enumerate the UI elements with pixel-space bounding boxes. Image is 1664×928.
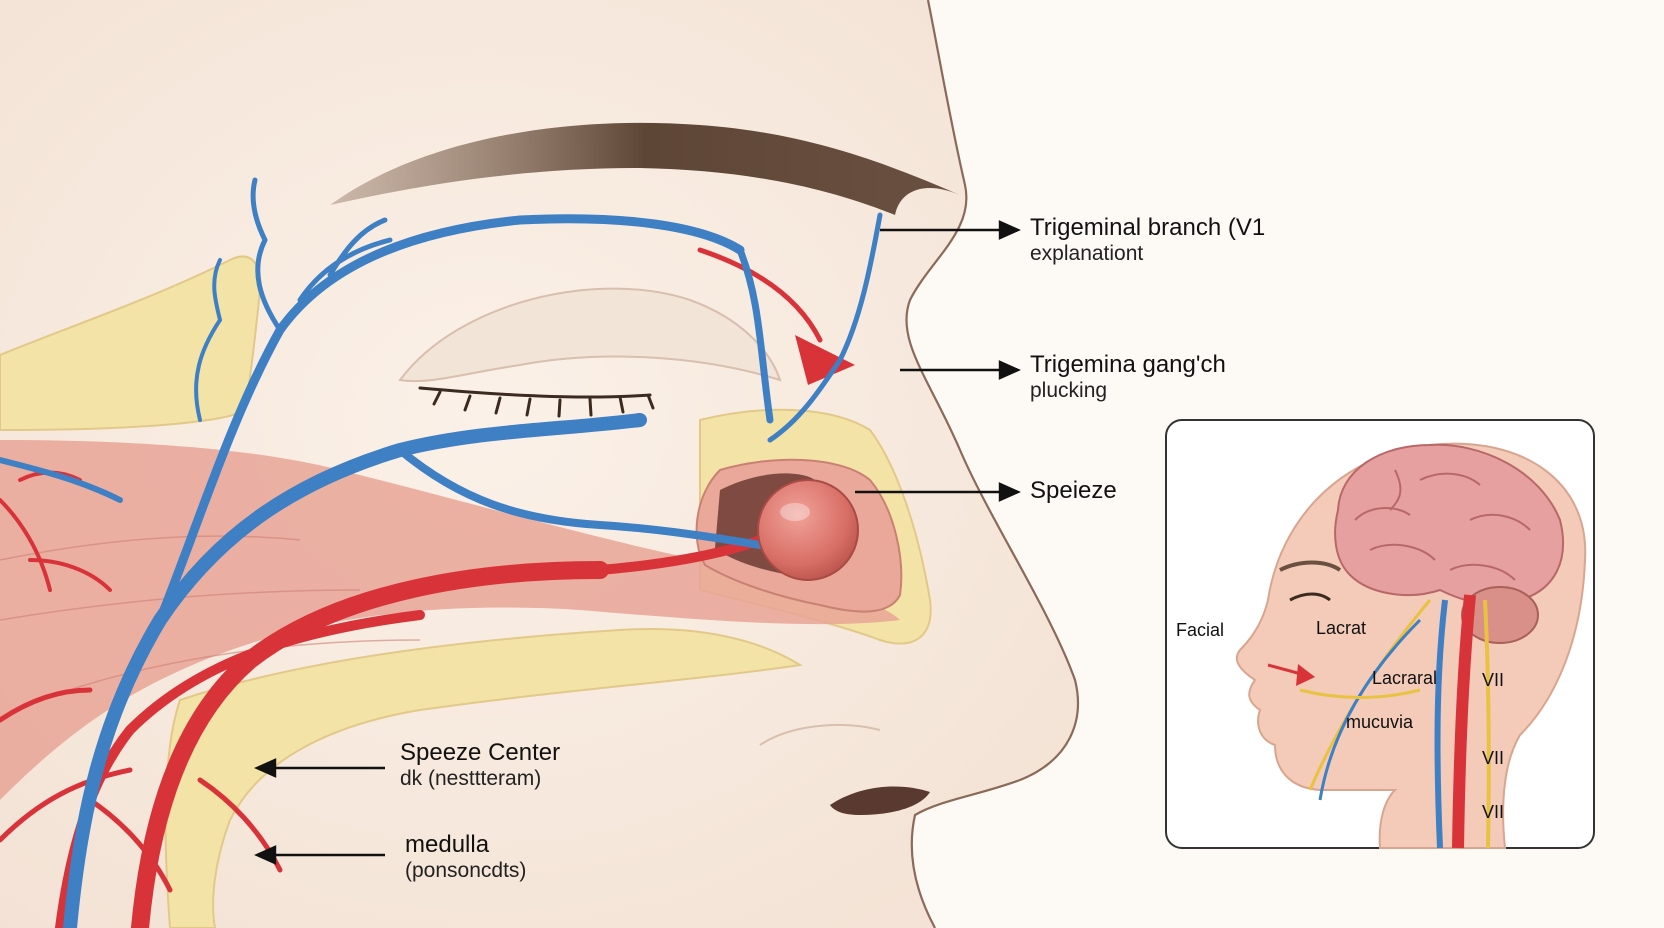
eyelid (398, 287, 782, 383)
profile-outline (905, 0, 1079, 928)
inset-label-vii-1: VII (1482, 670, 1505, 690)
inset-brain (1334, 443, 1565, 606)
label-medulla-sub: (ponsoncdts) (405, 858, 527, 882)
pointer-lines (254, 220, 1021, 865)
label-sneeze: Speieze (1030, 477, 1117, 504)
inset-label-vii-3: VII (1482, 802, 1505, 822)
muscle-tissue (0, 440, 900, 800)
inset-blue-nerve (1434, 599, 1448, 849)
inset-label-lacrat: Lacrat (1316, 618, 1367, 638)
label-trigeminal-ganglion-sub: plucking (1030, 378, 1108, 402)
inset-yellow-nerve (1483, 599, 1491, 849)
label-medulla: medulla (405, 831, 490, 858)
nose-ala-line (759, 724, 881, 746)
fat-layer-lower (164, 628, 803, 928)
inset-label-vii-2: VII (1482, 748, 1505, 768)
red-arrowhead (795, 335, 855, 385)
nerve-network (0, 177, 883, 928)
brain-gyri (1354, 469, 1531, 581)
label-trigeminal-ganglion: Trigemina gang'ch (1030, 351, 1226, 378)
inset-label-lacraral: Lacraral (1372, 668, 1438, 688)
eyebrow (330, 122, 960, 215)
label-trigeminal-branch: Trigeminal branch (V1 (1030, 214, 1266, 241)
label-sneeze-center-sub: dk (nesttteram) (400, 766, 542, 790)
inset-spinal-cord (1452, 594, 1476, 849)
sneeze-bulb (757, 479, 859, 581)
nostril (830, 786, 930, 815)
inset-cerebellum (1461, 586, 1539, 644)
label-sneeze-center: Speeze Center (400, 739, 561, 766)
inset-label-mucuvia: mucuvia (1346, 712, 1414, 732)
inset-label-facial: Facial (1176, 620, 1225, 640)
eyelash (418, 386, 655, 418)
inset-panel (1165, 419, 1595, 849)
label-trigeminal-branch-sub: explanationt (1030, 241, 1144, 265)
